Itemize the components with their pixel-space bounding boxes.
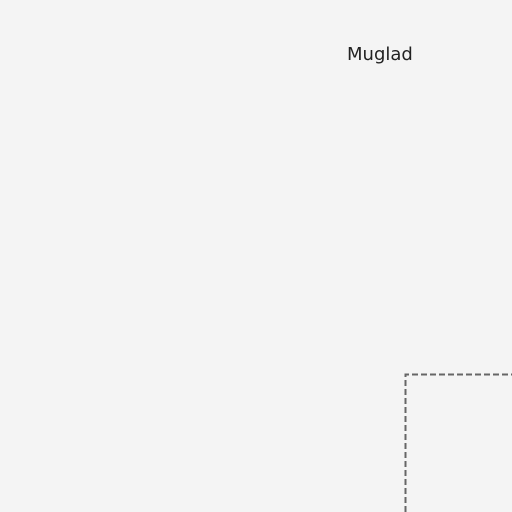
admin-boundary-line [404,373,512,512]
place-label-muglad: Muglad [347,44,413,65]
